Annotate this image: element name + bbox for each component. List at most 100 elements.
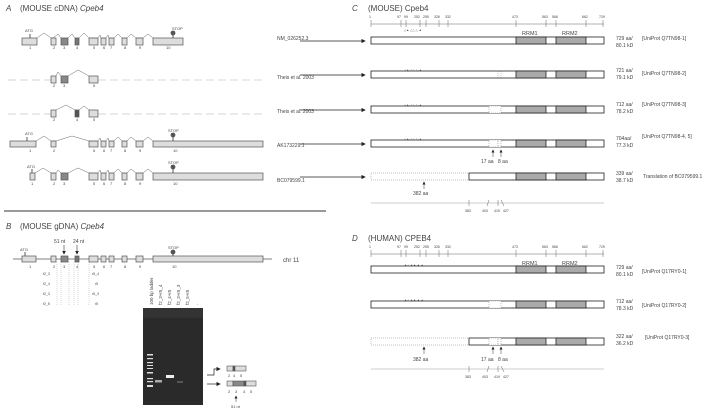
svg-text:1: 1 [29, 45, 32, 50]
isoform-d2: ▲△ ▲▲ ▲ ▲ 712 aa/ 78.3 kD [UniProt Q17RY… [370, 298, 687, 312]
svg-text:▲△ ▲▲ ▲ ▲: ▲△ ▲▲ ▲ ▲ [404, 263, 424, 267]
svg-text:566: 566 [552, 245, 558, 249]
svg-text:662: 662 [582, 245, 588, 249]
svg-text:322 aa/: 322 aa/ [616, 334, 633, 340]
isoform-c4: △▲ △△ △ ▲ 17 aa 8 aa 704aa/ 77.3 kD [Uni… [370, 134, 692, 165]
svg-text:99: 99 [404, 245, 408, 249]
svg-text:[UniProt Q17RY0-2]: [UniProt Q17RY0-2] [642, 303, 687, 309]
svg-text:51 nt: 51 nt [231, 404, 241, 409]
svg-text:729 aa/: 729 aa/ [616, 36, 633, 42]
svg-text:38.7 kD: 38.7 kD [616, 178, 634, 184]
svg-text:9: 9 [139, 148, 142, 153]
isoform-d1: ▲△ ▲▲ ▲ ▲ RRM1 RRM2 729 aa/ 80.1 kD [Uni… [370, 261, 687, 278]
svg-text:17 aa: 17 aa [481, 159, 494, 165]
svg-text:10: 10 [173, 181, 178, 186]
svg-text:729 aa/: 729 aa/ [616, 265, 633, 271]
svg-text:427: 427 [503, 209, 509, 213]
svg-text:7: 7 [110, 264, 113, 269]
svg-text:5: 5 [240, 373, 243, 378]
svg-text:662: 662 [582, 15, 588, 19]
svg-text:[UniProt Q7TN98-3]: [UniProt Q7TN98-3] [642, 102, 687, 108]
svg-text:382 aa: 382 aa [413, 191, 429, 197]
svg-text:5: 5 [93, 181, 96, 186]
svg-text:10: 10 [172, 264, 177, 269]
svg-text:97: 97 [397, 245, 401, 249]
svg-text:80.1 kD: 80.1 kD [616, 43, 634, 49]
panel-d: D (HUMAN) CPEB4 1 97 99 252 255 326 332 … [352, 234, 690, 379]
svg-text:1: 1 [29, 264, 32, 269]
svg-text:339 aa/: 339 aa/ [616, 171, 633, 177]
isoform-c3: △▲ △△ △ ▲ 712 aa/ 78.2 kD [UniProt Q7TN9… [370, 102, 687, 115]
svg-text:4: 4 [76, 264, 79, 269]
svg-text:729: 729 [599, 245, 605, 249]
isoform-c1: △▲ △△ △ ▲ RRM1 RRM2 729 aa/ 80.1 kD [Uni… [370, 28, 687, 49]
svg-text:ATG: ATG [20, 247, 28, 252]
panel-b-letter: B [6, 222, 12, 231]
atg-label: ATG [25, 28, 33, 33]
panel-c-title: (MOUSE) Cpeb4 [368, 4, 429, 13]
svg-text:4: 4 [233, 373, 236, 378]
gel-lane-labels: 100 bp ladder f2_3+r5_4 f2_4+r5 f2_3+r5_… [149, 277, 200, 305]
svg-text:729: 729 [599, 15, 605, 19]
svg-text:8: 8 [124, 148, 127, 153]
svg-text:78.3 kD: 78.3 kD [616, 306, 634, 312]
svg-text:8: 8 [124, 181, 127, 186]
svg-text:△▲ △△ △ ▲: △▲ △△ △ ▲ [404, 68, 422, 72]
panel-d-letter: D [352, 234, 358, 243]
svg-text:3: 3 [63, 181, 66, 186]
svg-text:ATG: ATG [27, 164, 35, 169]
svg-text:1: 1 [29, 148, 32, 153]
primer-labels: f2_3 f2_4 f2_3 f2_5 r5_4 r5 r5_3 r5 [43, 272, 99, 306]
svg-text:712 aa/: 712 aa/ [616, 102, 633, 108]
svg-text:8: 8 [124, 264, 127, 269]
svg-text:f2_4: f2_4 [43, 282, 50, 286]
svg-text:r5_4: r5_4 [92, 272, 99, 276]
svg-text:100 bp ladder: 100 bp ladder [149, 277, 154, 305]
svg-text:4: 4 [243, 389, 246, 394]
panel-c-letter: C [352, 4, 358, 13]
svg-text:255: 255 [423, 245, 429, 249]
rrm1-label: RRM1 [522, 31, 538, 37]
svg-text:[UniProt Q7TN98-1]: [UniProt Q7TN98-1] [642, 36, 687, 42]
svg-text:6: 6 [103, 45, 106, 50]
svg-text:9: 9 [139, 45, 142, 50]
svg-text:403: 403 [482, 375, 488, 379]
connector-arrows [300, 38, 366, 180]
svg-text:80.1 kD: 80.1 kD [616, 272, 634, 278]
svg-text:2: 2 [53, 83, 56, 88]
svg-text:77.3 kD: 77.3 kD [616, 143, 634, 149]
transcript-label: NM_026252.3 [277, 36, 309, 42]
pcr-products: 2 4 5 2 3 4 5 51 nt [207, 365, 257, 409]
isoform-c2: △▲ △△ △ ▲ 721 aa/ 79.1 kD [UniProt Q7TN9… [370, 68, 687, 81]
transcript-row-theis-2: 2 4 5 Theis et al. 2003 [8, 104, 314, 122]
svg-text:382 aa: 382 aa [413, 357, 429, 363]
transcript-row-nm026252: ATG STOP 1 2 3 4 5 6 7 8 [21, 26, 309, 50]
transcript-label: Theis et al. 2003 [277, 75, 314, 81]
svg-text:5: 5 [93, 148, 96, 153]
svg-text:f2_3: f2_3 [43, 272, 50, 276]
svg-text:[UniProt Q7TN98-4, 5]: [UniProt Q7TN98-4, 5] [642, 134, 692, 140]
transcript-row-ak173229: ATG STOP 1 2 5 6 7 8 9 10 [9, 128, 305, 153]
svg-text:2: 2 [228, 389, 231, 394]
svg-text:5: 5 [93, 45, 96, 50]
svg-text:r5_3: r5_3 [92, 292, 99, 296]
svg-text:566: 566 [552, 15, 558, 19]
svg-text:2: 2 [228, 373, 231, 378]
svg-text:7: 7 [110, 45, 113, 50]
stop-label: STOP [172, 26, 183, 31]
panel-d-title: (HUMAN) CPEB4 [368, 234, 432, 243]
svg-text:f2_4+r5: f2_4+r5 [167, 289, 172, 305]
svg-text:36.2 kD: 36.2 kD [616, 341, 634, 347]
svg-text:252: 252 [414, 245, 420, 249]
svg-text:△▲ △△ △ ▲: △▲ △△ △ ▲ [404, 28, 422, 32]
svg-text:10: 10 [166, 45, 171, 50]
panel-b: B (MOUSE gDNA) Cpeb4 51 nt 24 nt ATG STO… [6, 222, 300, 409]
transcript-label: AK173229.1 [277, 143, 305, 149]
panel-a-title: (MOUSE cDNA) Cpeb4 [20, 4, 104, 13]
svg-text:5: 5 [93, 83, 96, 88]
transcript-label: BC079599.1 [277, 178, 305, 184]
svg-text:2: 2 [53, 264, 56, 269]
svg-text:2: 2 [53, 117, 56, 122]
svg-text:[UniProt Q17RY0-1]: [UniProt Q17RY0-1] [642, 269, 687, 275]
